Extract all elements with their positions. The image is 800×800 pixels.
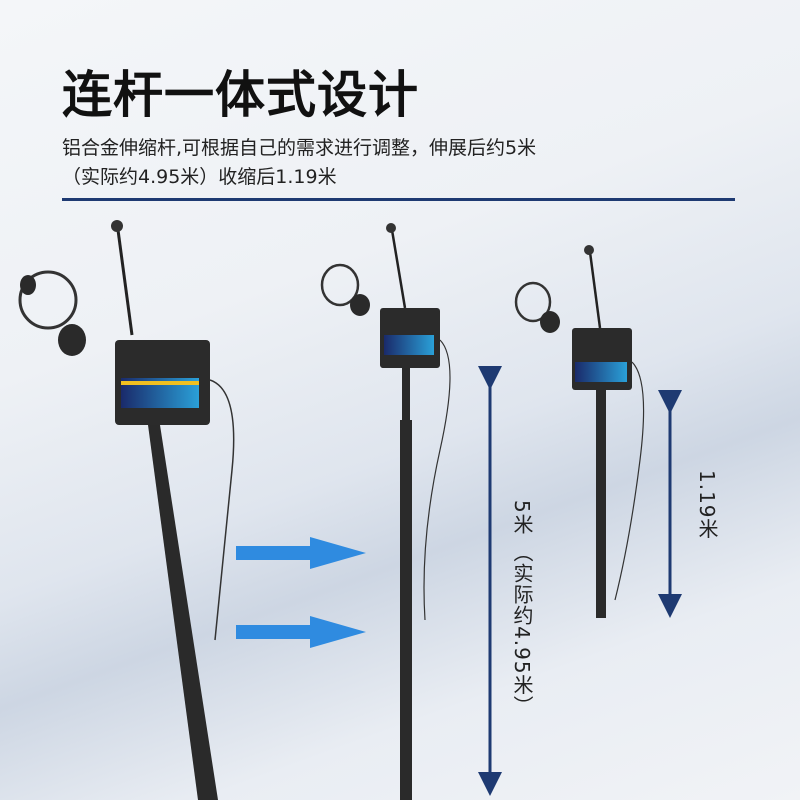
arrow-right-icon <box>236 537 366 569</box>
divider <box>62 198 735 201</box>
arrow-right-icon <box>236 616 366 648</box>
extended-pole-device <box>18 220 235 800</box>
retracted-length-label: 1.19米 <box>695 470 719 540</box>
subtitle-line-2: （实际约4.95米）收缩后1.19米 <box>62 166 337 188</box>
retracted-pole <box>514 245 645 618</box>
extended-pole-mid <box>320 223 451 800</box>
extended-length-label: 5米 （实际约4.95米） <box>510 500 534 717</box>
page-title: 连杆一体式设计 <box>62 65 419 124</box>
subtitle-line-1: 铝合金伸缩杆,可根据自己的需求进行调整，伸展后约5米 <box>62 137 537 159</box>
